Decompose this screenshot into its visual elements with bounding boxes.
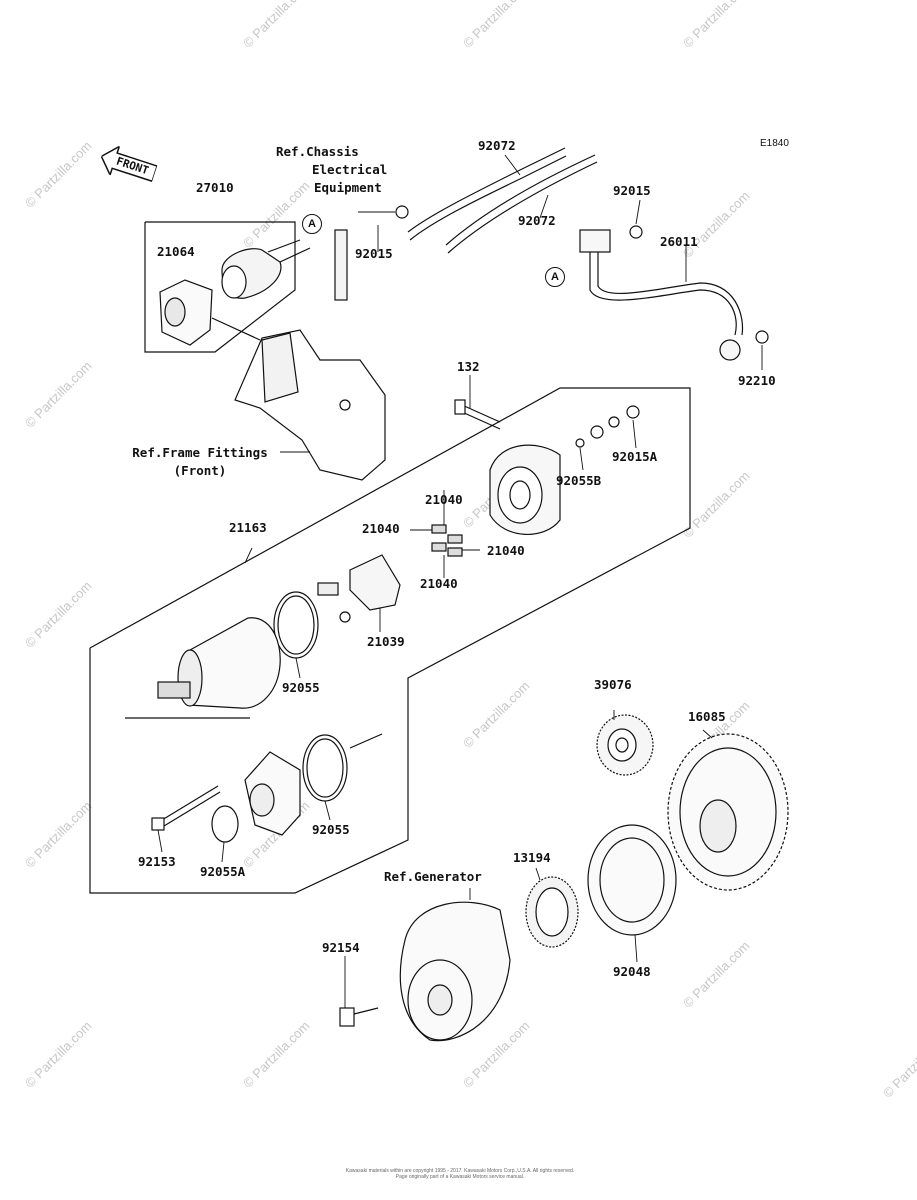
one-way-clutch-13194 <box>525 876 579 948</box>
part-92072: 92072 <box>518 213 556 228</box>
part-92048: 92048 <box>613 964 651 979</box>
clutch-92048 <box>587 824 677 936</box>
part-26011: 26011 <box>660 234 698 249</box>
ref-chassis-line2: Electrical <box>312 162 388 177</box>
ref-chassis-line1: Ref.Chassis <box>276 144 359 159</box>
part-21040: 21040 <box>487 543 525 558</box>
bolt-92153 <box>151 785 221 831</box>
diagram-code: E1840 <box>760 138 789 149</box>
terminal-bolt <box>334 229 348 301</box>
part-92015A: 92015A <box>612 449 658 464</box>
relay-group-outline <box>144 221 296 353</box>
starter-relay <box>221 239 311 299</box>
part-27010: 27010 <box>196 180 234 195</box>
rear-cover <box>489 444 561 535</box>
copyright-notice: Kawasaki materials within are copyright … <box>280 1168 640 1180</box>
copyright-line: Kawasaki materials within are copyright … <box>345 1168 575 1174</box>
washer-92015 <box>629 225 643 239</box>
gear-16085 <box>667 733 789 891</box>
washer-92210 <box>755 330 769 344</box>
part-92072: 92072 <box>478 138 516 153</box>
o-ring-92055B <box>575 438 585 448</box>
gear-39076 <box>596 714 654 776</box>
part-92015: 92015 <box>355 246 393 261</box>
part-39076: 39076 <box>594 677 632 692</box>
leader-lines <box>157 154 763 1008</box>
o-ring-92055 <box>302 734 348 802</box>
part-92055: 92055 <box>282 680 320 695</box>
part-13194: 13194 <box>513 850 551 865</box>
part-21040: 21040 <box>425 492 463 507</box>
part-21064: 21064 <box>157 244 195 259</box>
bolt-132 <box>454 399 501 430</box>
part-92055: 92055 <box>312 822 350 837</box>
washer-92015 <box>395 205 409 219</box>
copyright-line: Page originally part of a Kawasaki Motor… <box>395 1174 525 1180</box>
part-21040: 21040 <box>362 521 400 536</box>
cable-26011 <box>579 229 744 361</box>
o-ring-92055A <box>211 805 239 843</box>
starter-motor-yoke <box>157 617 281 709</box>
part-92015: 92015 <box>613 183 651 198</box>
brush-holder-21039 <box>317 554 401 623</box>
part-132: 132 <box>457 359 480 374</box>
part-16085: 16085 <box>688 709 726 724</box>
frame-fittings <box>234 329 386 481</box>
ref-chassis-electrical: Ref.Chassis Electrical Equipment <box>276 143 406 197</box>
cable-92072 <box>407 147 598 254</box>
motor-inner-line <box>349 733 383 749</box>
bolt-92154 <box>339 1007 355 1027</box>
part-21039: 21039 <box>367 634 405 649</box>
front-arrow: FRONT <box>97 142 160 188</box>
relay-cover <box>159 279 261 346</box>
part-92210: 92210 <box>738 373 776 388</box>
front-cover <box>244 751 301 836</box>
brushes-21040 <box>431 524 463 557</box>
part-21163: 21163 <box>229 520 267 535</box>
marker-a: A <box>545 267 565 287</box>
o-ring-92055 <box>273 591 319 659</box>
ref-generator: Ref.Generator <box>384 869 482 884</box>
motor-group-outline <box>89 387 691 894</box>
part-21040: 21040 <box>420 576 458 591</box>
marker-a: A <box>302 214 322 234</box>
washer <box>626 405 640 419</box>
part-92055B: 92055B <box>556 473 602 488</box>
part-92055A: 92055A <box>200 864 246 879</box>
ref-chassis-line3: Equipment <box>314 180 382 195</box>
part-92154: 92154 <box>322 940 360 955</box>
ref-frame-line2: (Front) <box>173 463 227 478</box>
ref-frame-fittings: Ref.Frame Fittings (Front) <box>116 444 284 480</box>
washer <box>590 425 604 439</box>
o-ring-92055 <box>306 738 344 798</box>
front-arrow-icon <box>100 144 159 183</box>
part-92153: 92153 <box>138 854 176 869</box>
o-ring-92055 <box>277 595 315 655</box>
washer <box>608 416 620 428</box>
generator-rotor <box>399 901 511 1042</box>
ref-frame-line1: Ref.Frame Fittings <box>132 445 268 460</box>
